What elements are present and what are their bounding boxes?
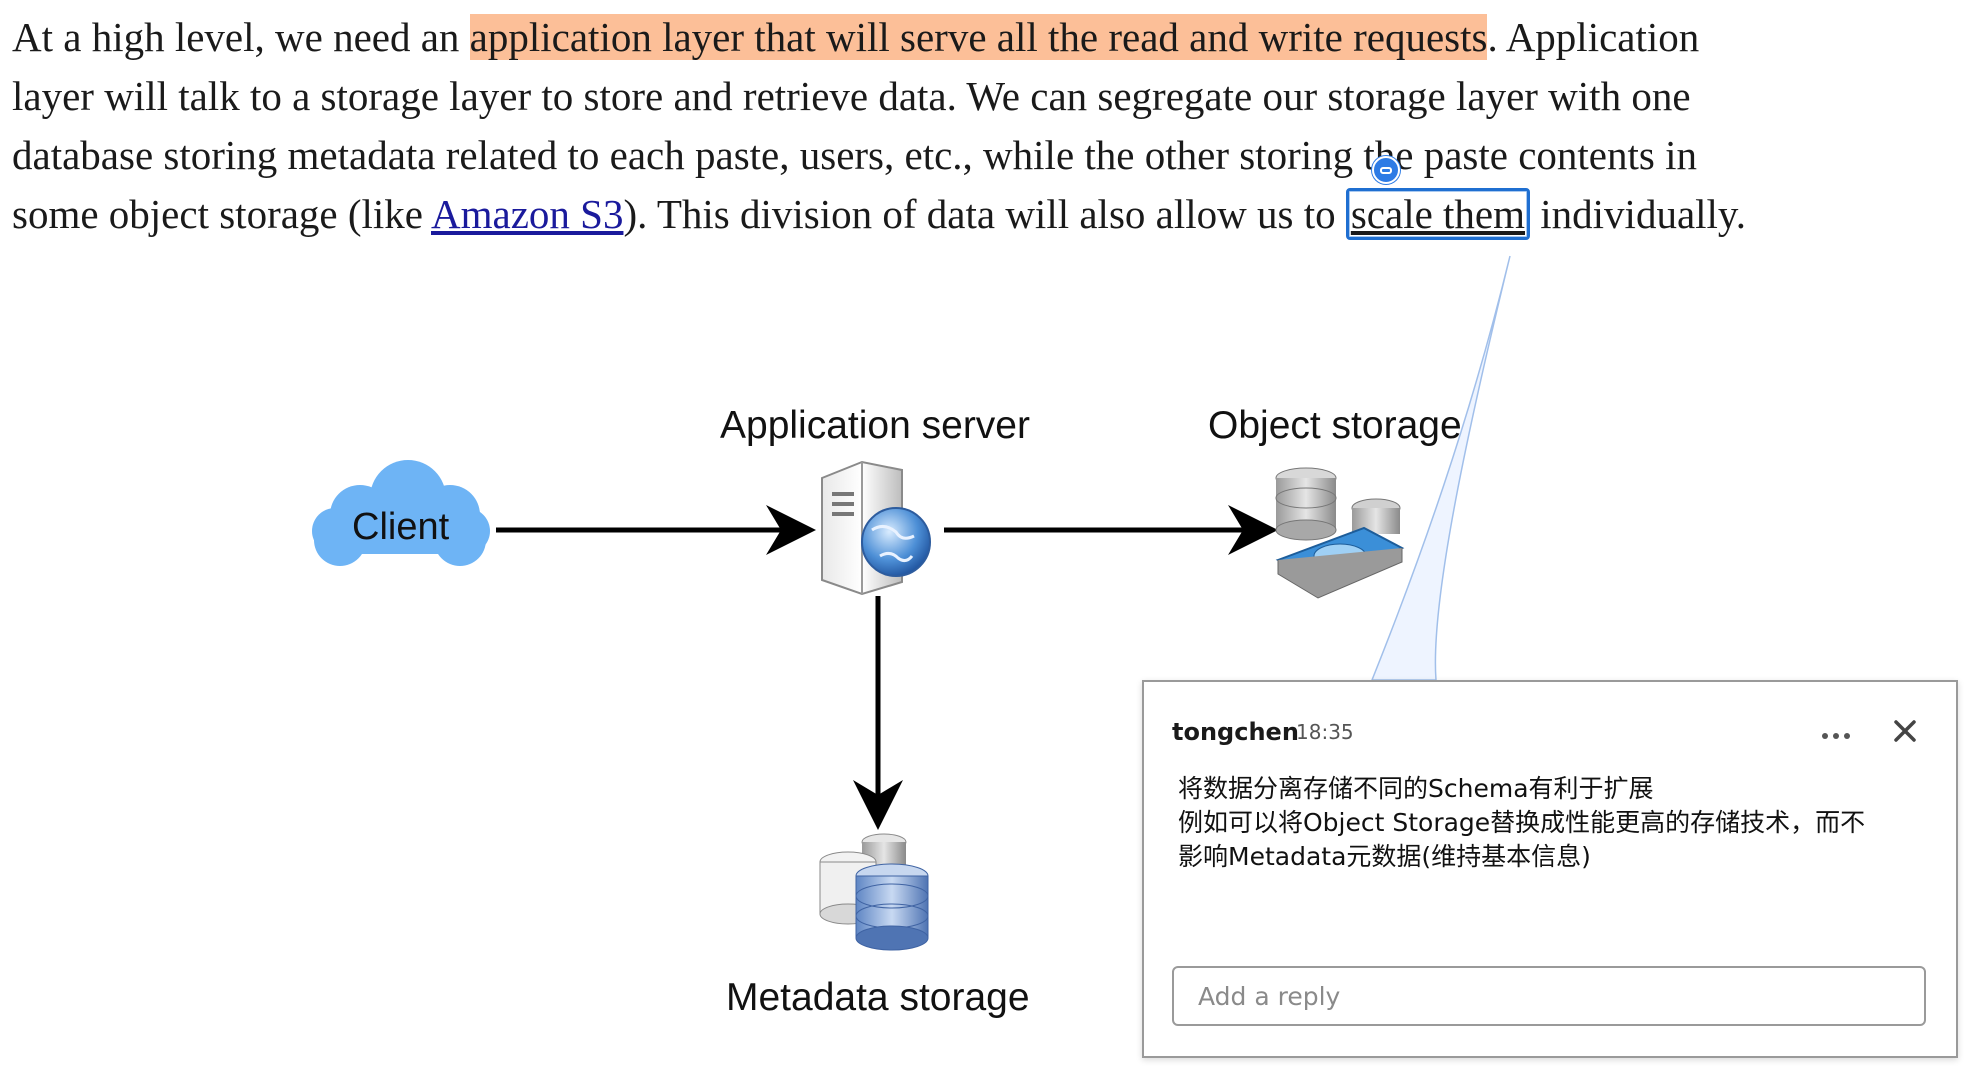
comment-anchor-text: scale them xyxy=(1350,191,1526,237)
paragraph-text-end: individually. xyxy=(1530,191,1747,237)
comment-timestamp: 18:35 xyxy=(1296,720,1354,744)
cloud-icon xyxy=(312,460,490,566)
metadata-storage-label: Metadata storage xyxy=(726,976,1030,1019)
comment-line: 将数据分离存储不同的Schema有利于扩展 xyxy=(1178,774,1654,803)
highlighted-text[interactable]: application layer that will serve all th… xyxy=(469,14,1488,60)
comment-anchor[interactable]: scale them xyxy=(1345,188,1531,240)
document-paragraph: At a high level, we need an application … xyxy=(12,8,1772,244)
object-storage-label: Object storage xyxy=(1208,404,1462,447)
client-label: Client xyxy=(352,506,450,548)
reply-input[interactable] xyxy=(1172,966,1926,1026)
server-globe-icon xyxy=(821,460,931,596)
comment-marker-icon[interactable] xyxy=(1372,156,1400,184)
comment-body: 将数据分离存储不同的Schema有利于扩展 例如可以将Object Storag… xyxy=(1178,772,1938,874)
comment-author: tongchen xyxy=(1172,718,1299,746)
database-icon xyxy=(819,833,929,951)
close-icon[interactable] xyxy=(1892,718,1918,744)
more-horizontal-icon[interactable] xyxy=(1822,724,1856,739)
comment-line: 影响Metadata元数据(维持基本信息) xyxy=(1178,842,1591,871)
paragraph-text-middle-2: ). This division of data will also allow… xyxy=(623,191,1346,237)
object-storage-icon xyxy=(1275,467,1405,599)
paragraph-text-start: At a high level, we need an xyxy=(12,14,470,60)
comment-line: 例如可以将Object Storage替换成性能更高的存储技术，而不 xyxy=(1178,808,1866,837)
app-server-label: Application server xyxy=(720,404,1030,447)
paragraph-text-middle: . Application layer will talk to a stora… xyxy=(12,14,1700,237)
amazon-s3-link[interactable]: Amazon S3 xyxy=(431,191,624,237)
comment-popup: tongchen 18:35 将数据分离存储不同的Schema有利于扩展 例如可… xyxy=(1142,680,1958,1058)
